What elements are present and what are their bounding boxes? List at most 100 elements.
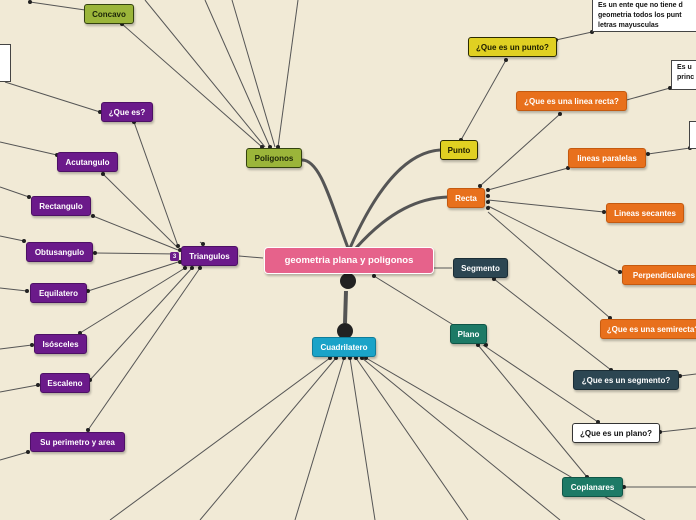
connector-plano-out <box>659 427 696 433</box>
connector-pol-b <box>204 0 271 148</box>
connector-rectangulo <box>92 215 179 251</box>
connector-escaleno <box>89 267 193 381</box>
connector-cuad-6 <box>361 357 561 520</box>
node-lineas-paralelas-label: lineas paralelas <box>577 153 637 163</box>
node-punto-label: Punto <box>447 145 471 155</box>
connector-que-es-segmento <box>493 278 612 371</box>
connector-que-es-linea <box>479 113 561 187</box>
connector-equilatero <box>87 261 179 292</box>
node-perpendiculares[interactable]: Perpendiculares <box>622 265 696 285</box>
node-que-es-punto-label: ¿Que es un punto? <box>476 42 549 52</box>
collapsed-count-badge[interactable]: 3 <box>170 252 179 261</box>
connector-segmento-out <box>679 373 696 377</box>
connector-paralelas <box>487 167 569 191</box>
node-equilatero-label: Equilatero <box>38 288 79 298</box>
central-topic[interactable]: geometria plana y poligonos <box>264 247 434 274</box>
connector-recta <box>354 195 449 250</box>
connector-obt-out <box>0 235 25 242</box>
connector-plano <box>373 275 456 327</box>
node-recta-label: Recta <box>455 193 477 203</box>
node-poligonos[interactable]: Poligonos <box>246 148 302 168</box>
definition-line-3: letras mayusculas <box>598 22 659 29</box>
connector-punto <box>348 148 441 249</box>
connector-cuad-4 <box>349 357 376 520</box>
node-acutangulo-label: Acutangulo <box>65 157 110 167</box>
connector-cuad-3 <box>294 357 345 520</box>
note-line-2: princ <box>677 74 695 81</box>
node-segmento-label: Segmento <box>461 263 500 273</box>
connector-perpendiculares <box>487 205 621 273</box>
connector-obtusangulo <box>94 252 179 255</box>
node-lineas-secantes[interactable]: Lineas secantes <box>606 203 684 223</box>
node-que-es-segmento-label: ¿Que es un segmento? <box>581 375 671 385</box>
node-lineas-paralelas[interactable]: lineas paralelas <box>568 148 646 168</box>
node-escaleno-label: Escaleno <box>47 378 83 388</box>
node-punto-definition[interactable]: Es un ente que no tiene d geometria todo… <box>592 0 696 32</box>
node-escaleno[interactable]: Escaleno <box>40 373 90 393</box>
connector-acut-out <box>0 141 58 156</box>
node-poligonos-label: Poligonos <box>254 153 294 163</box>
connector-isosceles <box>79 267 186 334</box>
node-concavo-label: Concavo <box>92 9 126 19</box>
node-perimetro[interactable]: Su perimetro y area <box>30 432 125 452</box>
node-que-es-plano-label: ¿Que es un plano? <box>579 428 652 438</box>
connector-coplanares <box>477 344 588 478</box>
node-plano[interactable]: Plano <box>450 324 487 344</box>
connector-que-es-plano <box>482 344 599 423</box>
node-recta-note[interactable]: Es u princ <box>671 60 696 90</box>
definition-line-2: geometria todos los punt <box>598 12 682 19</box>
connector-triangulos <box>238 255 264 259</box>
node-que-es-plano[interactable]: ¿Que es un plano? <box>572 423 660 443</box>
node-coplanares[interactable]: Coplanares <box>562 477 623 497</box>
connector-pol-d <box>277 0 299 148</box>
node-semirecta[interactable]: ¿Que es una semirecta? <box>600 319 696 339</box>
connector-perimetro <box>87 267 201 431</box>
note-line-1: Es u <box>677 64 692 71</box>
connector-concavo <box>121 23 263 148</box>
connector-definition <box>555 31 593 41</box>
node-coplanares-label: Coplanares <box>570 482 615 492</box>
node-que-es-linea-label: ¿Que es una linea recta? <box>524 96 619 106</box>
node-que-es-linea[interactable]: ¿Que es una linea recta? <box>516 91 627 111</box>
node-rectangulo[interactable]: Rectangulo <box>31 196 91 216</box>
collapsed-count-badge-label: 3 <box>172 253 177 260</box>
node-concavo[interactable]: Concavo <box>84 4 134 24</box>
node-triangulos[interactable]: Triangulos <box>181 246 238 266</box>
connector-note <box>622 87 671 102</box>
node-obtusangulo[interactable]: Obtusangulo <box>26 242 93 262</box>
node-que-es-segmento[interactable]: ¿Que es un segmento? <box>573 370 679 390</box>
connector-per-out <box>0 451 29 461</box>
connector-secantes <box>487 199 605 213</box>
node-punto[interactable]: Punto <box>440 140 478 160</box>
node-segmento[interactable]: Segmento <box>453 258 508 278</box>
node-isosceles-label: Isósceles <box>42 339 79 349</box>
definition-line-1: Es un ente que no tiene d <box>598 2 683 9</box>
node-isosceles[interactable]: Isósceles <box>34 334 87 354</box>
connector-concavo-up <box>29 1 86 11</box>
node-perpendiculares-label: Perpendiculares <box>632 270 696 280</box>
connector-cuad-1 <box>109 357 331 520</box>
node-cuadrilatero[interactable]: Cuadrilatero <box>312 337 376 357</box>
node-recta[interactable]: Recta <box>447 188 485 208</box>
node-rectangulo-label: Rectangulo <box>39 201 83 211</box>
node-paralelas-note[interactable] <box>689 121 696 149</box>
connector-pol-a <box>144 0 266 148</box>
node-equilatero[interactable]: Equilatero <box>30 283 87 303</box>
node-lineas-secantes-label: Lineas secantes <box>614 208 676 218</box>
connector-poligonos <box>301 158 350 249</box>
connector-rect-out <box>0 186 30 198</box>
node-acutangulo[interactable]: Acutangulo <box>57 152 118 172</box>
node-triangulos-label: Triangulos <box>189 251 230 261</box>
connector-que-es-punto <box>460 59 507 141</box>
connector-dots <box>22 0 692 489</box>
central-topic-label: geometria plana y poligonos <box>284 255 414 266</box>
node-que-es-note[interactable] <box>0 44 11 82</box>
node-que-es[interactable]: ¿Que es? <box>101 102 153 122</box>
connector-cuad-5 <box>355 357 469 520</box>
connector-cuad-2 <box>199 357 337 520</box>
connector-paralelas-out <box>647 147 691 155</box>
node-que-es-punto[interactable]: ¿Que es un punto? <box>468 37 557 57</box>
connector-equi-out <box>0 287 28 292</box>
node-perimetro-label: Su perimetro y area <box>40 437 115 447</box>
